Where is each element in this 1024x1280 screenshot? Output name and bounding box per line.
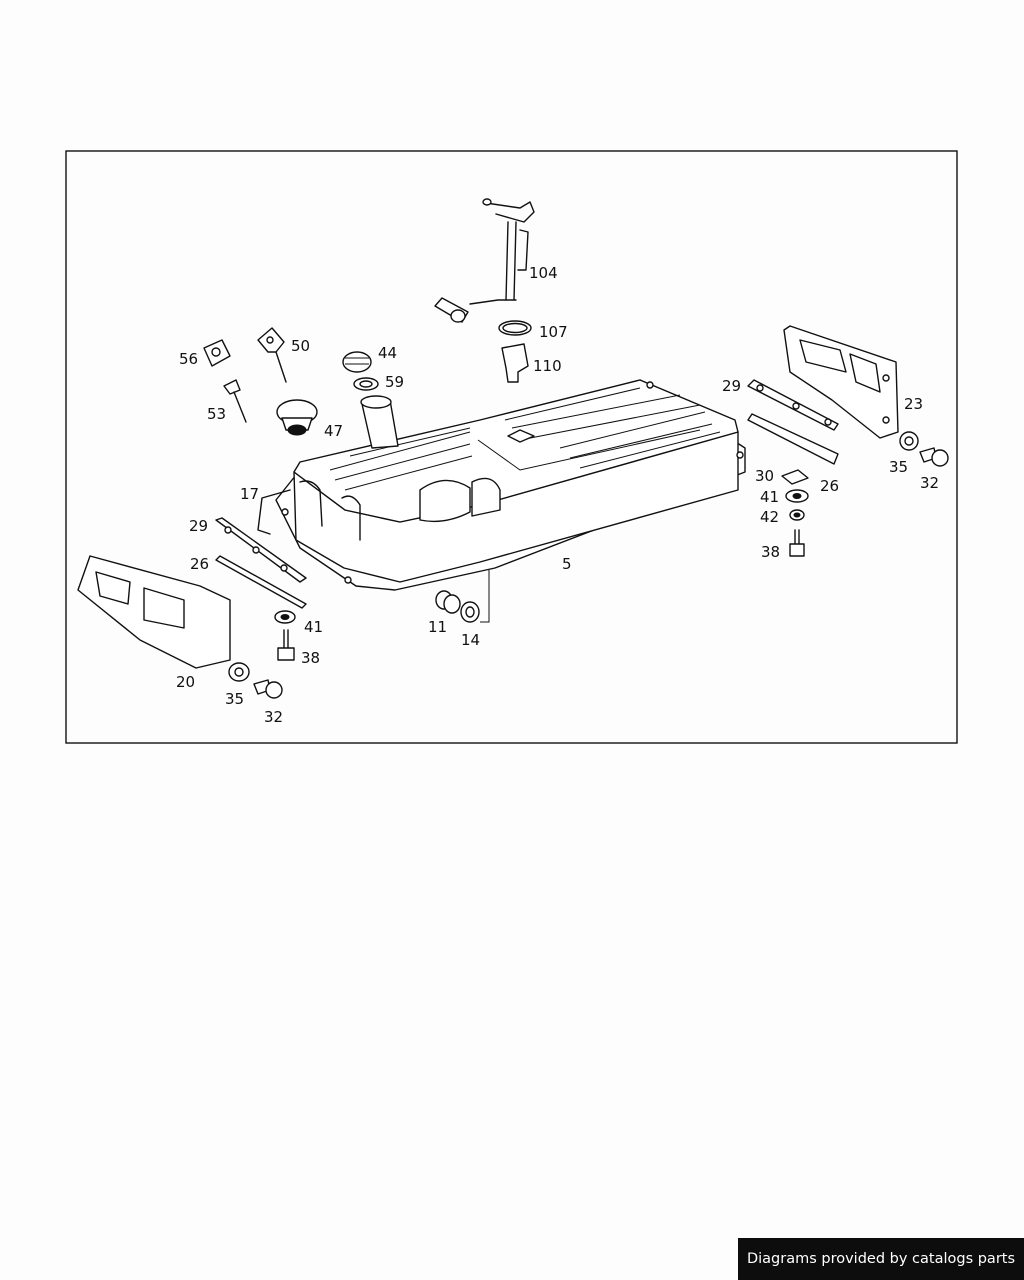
part-label-41-right: 41 [760, 488, 779, 506]
part-label-35-right: 35 [889, 458, 908, 476]
part-label-42: 42 [760, 508, 779, 526]
part-label-35-left: 35 [225, 690, 244, 708]
part-label-32-right: 32 [920, 474, 939, 492]
part-labels: 104 107 110 56 50 44 59 53 47 17 5 29 26… [176, 264, 939, 726]
fuel-tank [275, 379, 746, 623]
right-mounting [747, 325, 949, 557]
part-label-53: 53 [207, 405, 226, 423]
part-label-11: 11 [428, 618, 447, 636]
part-label-29-left: 29 [189, 517, 208, 535]
part-label-20: 20 [176, 673, 195, 691]
part-label-38-right: 38 [761, 543, 780, 561]
credit-banner: Diagrams provided by catalogs parts [738, 1238, 1024, 1280]
part-label-30: 30 [755, 467, 774, 485]
part-label-38-left: 38 [301, 649, 320, 667]
part-label-17: 17 [240, 485, 259, 503]
left-mounting [77, 489, 480, 699]
part-label-44: 44 [378, 344, 397, 362]
part-label-59: 59 [385, 373, 404, 391]
part-label-110: 110 [533, 357, 562, 375]
part-label-41-left: 41 [304, 618, 323, 636]
part-label-26-left: 26 [190, 555, 209, 573]
part-label-29-right: 29 [722, 377, 741, 395]
part-label-14: 14 [461, 631, 480, 649]
part-label-56: 56 [179, 350, 198, 368]
part-label-107: 107 [539, 323, 568, 341]
part-label-32-left: 32 [264, 708, 283, 726]
part-label-47: 47 [324, 422, 343, 440]
part-label-50: 50 [291, 337, 310, 355]
part-label-26-right: 26 [820, 477, 839, 495]
diagram-frame [65, 150, 958, 744]
credit-text: Diagrams provided by catalogs parts [746, 1251, 1016, 1267]
part-label-23: 23 [904, 395, 923, 413]
part-label-5: 5 [562, 555, 572, 573]
small-parts-top-left [203, 327, 379, 436]
fuel-level-sender [434, 198, 535, 383]
part-label-104: 104 [529, 264, 558, 282]
